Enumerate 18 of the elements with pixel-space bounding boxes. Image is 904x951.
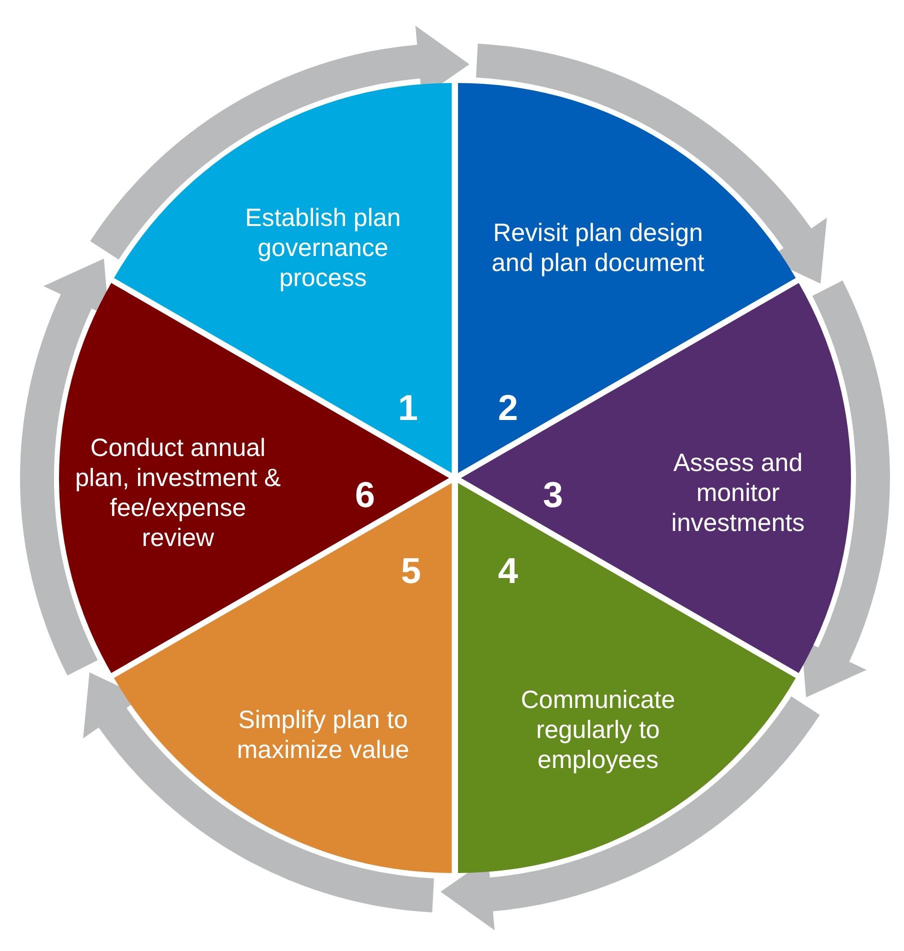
step-number: 3 <box>542 474 564 516</box>
cycle-arrow <box>440 696 820 930</box>
step-text: Communicate regularly to employees <box>520 684 676 775</box>
step-text: Revisit plan design and plan document <box>490 218 706 278</box>
step-number: 1 <box>398 386 418 429</box>
step-number: 4 <box>498 550 518 592</box>
step-text: Conduct annual plan, investment & fee/expense review <box>74 433 282 553</box>
step-text: Establish plan governance process <box>244 202 402 293</box>
cycle-arrow <box>90 26 470 260</box>
step-number: 5 <box>400 550 421 592</box>
cycle-arrow <box>83 672 434 912</box>
cycle-arrow <box>801 280 890 698</box>
cycle-arrow <box>20 258 109 676</box>
step-text: Simplify plan to maximize value <box>236 704 410 765</box>
step-text: Assess and monitor investments <box>670 448 806 538</box>
step-number: 2 <box>498 386 518 429</box>
step-number: 6 <box>354 474 376 516</box>
cycle-arrow <box>476 44 827 284</box>
